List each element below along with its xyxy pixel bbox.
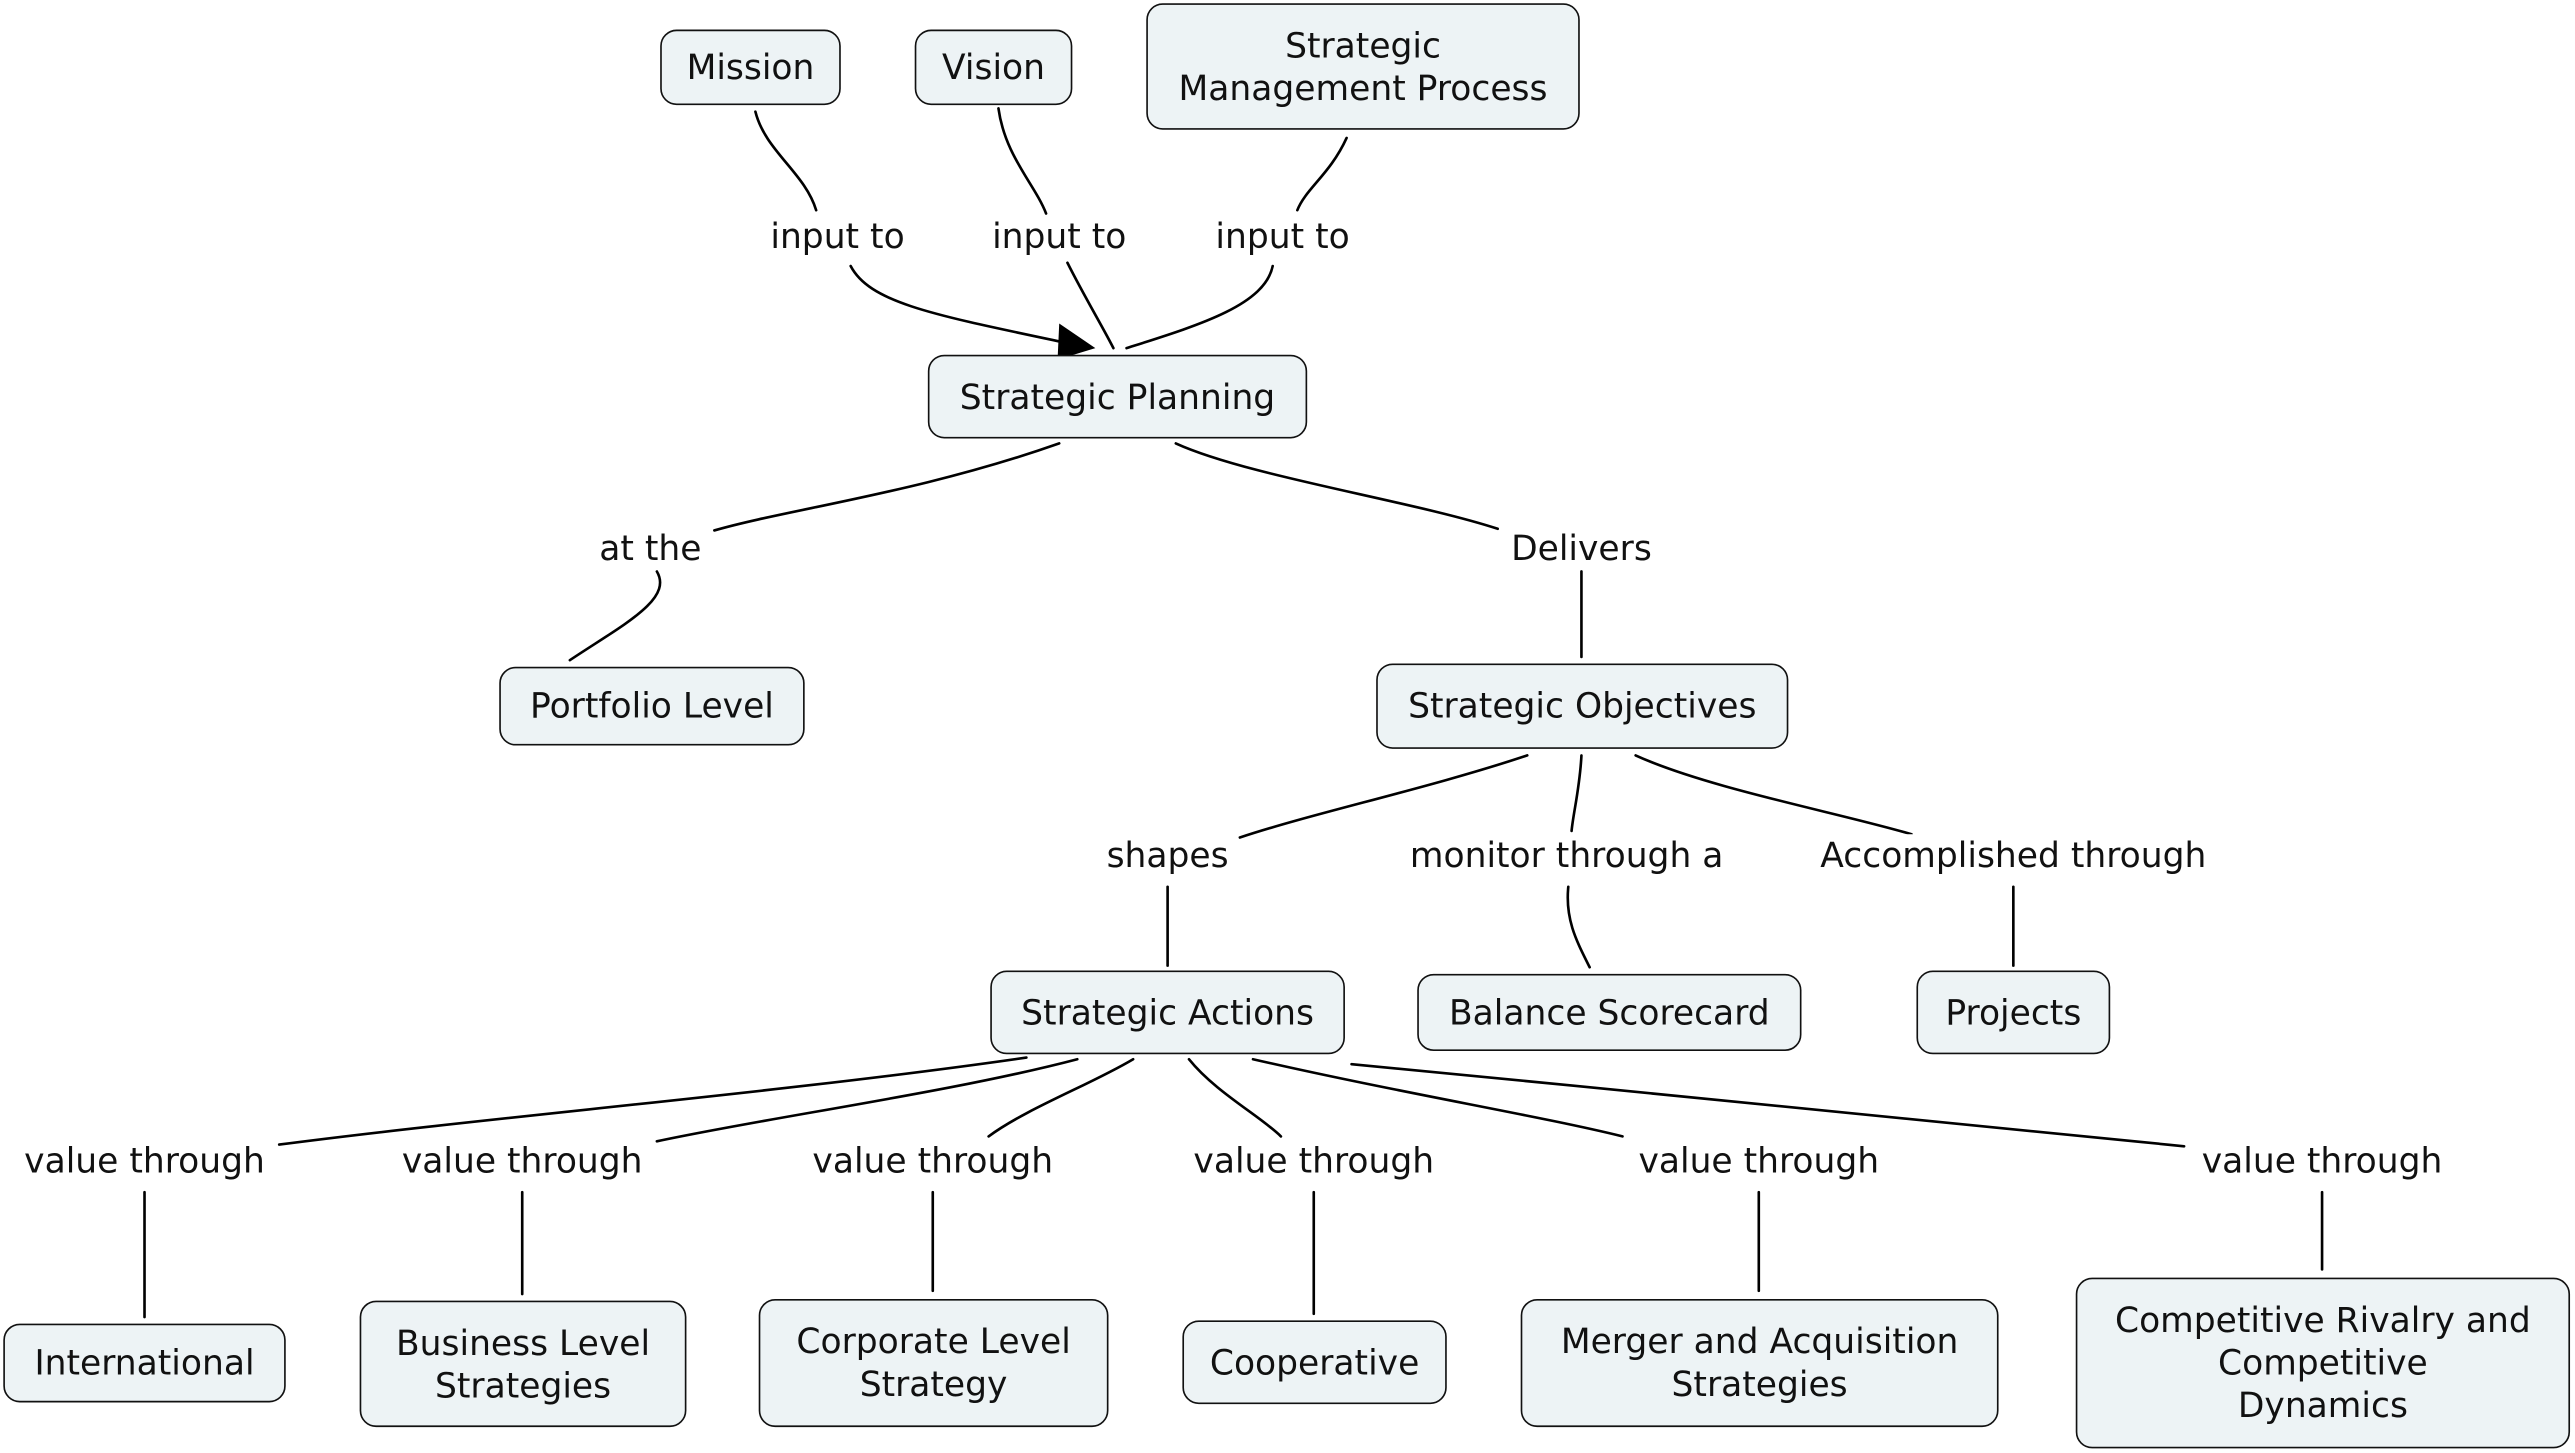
link-label-value-through-cooperative: value through <box>1186 1139 1441 1183</box>
connector-at-the-to-portfolio <box>568 570 662 662</box>
link-label-value-through-international: value through <box>17 1139 272 1183</box>
connector-actions-to-value-competitive <box>1350 1062 2186 1148</box>
node-strategic-objectives[interactable]: Strategic Objectives <box>1376 663 1789 749</box>
node-mission[interactable]: Mission <box>660 29 841 106</box>
node-international[interactable]: International <box>3 1323 286 1403</box>
link-label-delivers: Delivers <box>1504 527 1659 570</box>
link-label-value-through-competitive: value through <box>2195 1139 2449 1183</box>
connector-objectives-to-shapes <box>1238 754 1529 839</box>
link-label-accomplished-through: Accomplished through <box>1813 834 2213 877</box>
connector-smp-to-label <box>1296 136 1348 212</box>
link-label-monitor-through-a: monitor through a <box>1403 834 1730 877</box>
node-strategic-management-process[interactable]: Strategic Management Process <box>1146 3 1580 130</box>
node-business-level-strategies[interactable]: Business Level Strategies <box>359 1300 687 1428</box>
node-corporate-level-strategy[interactable]: Corporate Level Strategy <box>758 1298 1109 1428</box>
link-label-smp-input-to: input to <box>1208 215 1357 258</box>
connector-actions-to-value-international <box>277 1056 1028 1146</box>
connector-vision-to-label <box>997 107 1048 215</box>
connector-actions-to-value-business <box>655 1057 1079 1143</box>
link-label-value-through-business: value through <box>395 1139 650 1183</box>
connector-planning-to-delivers <box>1174 442 1500 531</box>
connector-label-to-planning-vision <box>1066 261 1115 350</box>
node-strategic-actions[interactable]: Strategic Actions <box>990 970 1345 1055</box>
node-competitive-rivalry-and-competitive-dynamics[interactable]: Competitive Rivalry and Competitive Dyna… <box>2075 1277 2571 1449</box>
node-cooperative[interactable]: Cooperative <box>1182 1320 1447 1405</box>
connector-mission-to-label <box>754 110 818 212</box>
connector-planning-to-at-the <box>713 442 1061 532</box>
connector-objectives-to-accomplished <box>1634 754 1913 836</box>
node-portfolio-level[interactable]: Portfolio Level <box>499 666 805 746</box>
connector-objectives-to-monitor <box>1570 754 1583 833</box>
link-label-value-through-merger: value through <box>1631 1139 1886 1183</box>
node-balance-scorecard[interactable]: Balance Scorecard <box>1417 973 1802 1052</box>
node-projects[interactable]: Projects <box>1916 970 2111 1055</box>
node-merger-and-acquisition-strategies[interactable]: Merger and Acquisition Strategies <box>1520 1298 1999 1428</box>
node-vision[interactable]: Vision <box>914 29 1073 106</box>
link-label-at-the: at the <box>592 527 708 570</box>
connector-label-to-planning-smp <box>1125 264 1275 350</box>
arrowhead <box>1057 323 1096 360</box>
connector-actions-to-value-cooperative <box>1187 1057 1283 1138</box>
node-strategic-planning[interactable]: Strategic Planning <box>927 354 1308 439</box>
link-label-vision-input-to: input to <box>985 215 1133 258</box>
link-label-value-through-corporate: value through <box>805 1139 1060 1183</box>
link-label-mission-input-to: input to <box>763 215 912 258</box>
connector-monitor-to-scorecard <box>1566 885 1591 969</box>
connector-actions-to-value-corporate <box>987 1057 1135 1138</box>
connector-actions-to-value-merger <box>1251 1057 1624 1138</box>
connector-label-to-planning-arrow <box>849 264 1077 347</box>
link-label-shapes: shapes <box>1100 834 1236 877</box>
